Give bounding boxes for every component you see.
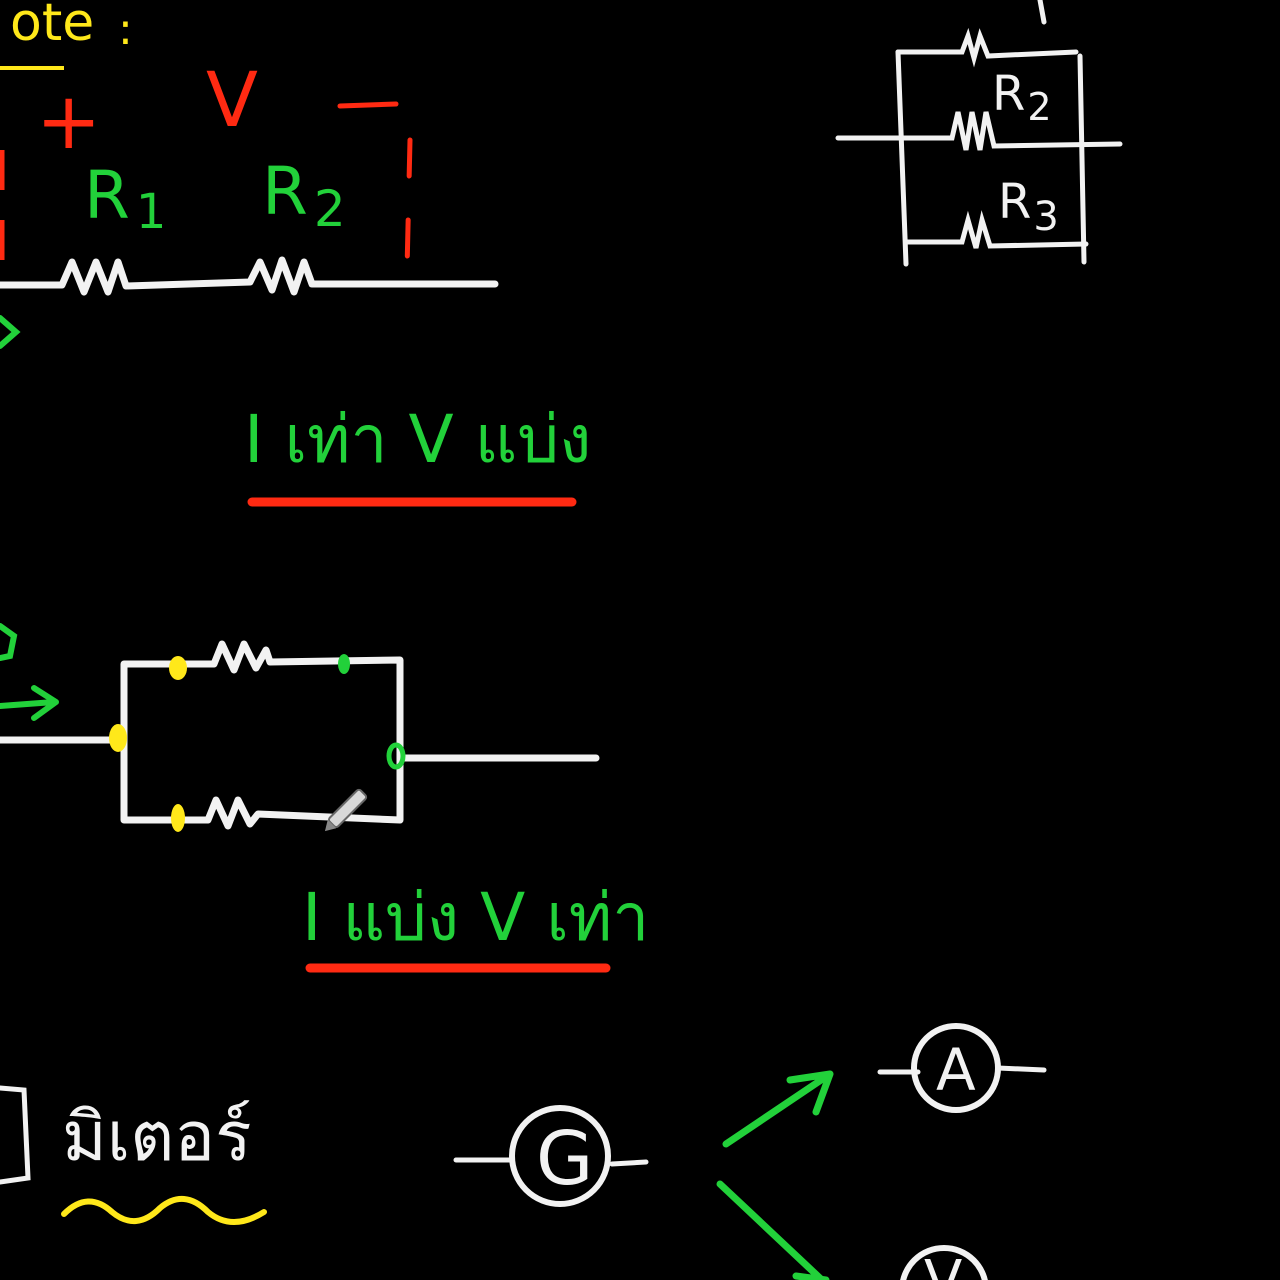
plus-sign: + bbox=[36, 77, 101, 167]
parallel-entry-arrow bbox=[0, 685, 59, 721]
mini-parallel-circuit bbox=[835, 0, 1123, 267]
node-dot-green-top bbox=[338, 654, 350, 674]
mini-r3-label: R3 bbox=[998, 174, 1059, 240]
voltmeter-label: V bbox=[924, 1249, 962, 1280]
mini-branch-top bbox=[895, 27, 1079, 68]
parallel-entry-curl bbox=[0, 623, 18, 661]
voltmeter-symbol bbox=[900, 1245, 988, 1280]
meter-word: มิเตอร์ bbox=[62, 1098, 252, 1177]
note-header: ote : bbox=[0, 0, 133, 70]
parallel-circuit: I แบ่ง V เท่า bbox=[0, 623, 649, 973]
mini-right-rail bbox=[1077, 53, 1087, 265]
node-dot-green-exit bbox=[386, 742, 406, 770]
series-wire bbox=[0, 256, 499, 296]
mini-branch-middle bbox=[835, 111, 1123, 151]
node-dot-yellow-top bbox=[169, 656, 187, 680]
arrow-to-voltmeter-head bbox=[792, 1272, 830, 1280]
left-bracket-fragment bbox=[0, 1085, 31, 1185]
galvanometer-lead-right bbox=[609, 1159, 649, 1167]
galvanometer-label: G bbox=[536, 1116, 593, 1202]
galvanometer-symbol bbox=[509, 1105, 611, 1207]
note-label: ote bbox=[10, 0, 94, 53]
mini-branch-bottom bbox=[903, 210, 1089, 249]
meter-word-squiggle bbox=[61, 1196, 267, 1225]
voltage-bracket-right bbox=[404, 137, 413, 273]
meters-section: มิเตอร์ G A V bbox=[0, 1023, 1047, 1280]
node-dot-yellow-bottom bbox=[171, 804, 185, 832]
mini-top-tick bbox=[1037, 0, 1047, 25]
pen-cursor-icon bbox=[324, 788, 368, 832]
ammeter-lead-right bbox=[995, 1065, 1047, 1073]
series-rule-caption: I เท่า V แบ่ง bbox=[244, 401, 591, 478]
parallel-rule-caption: I แบ่ง V เท่า bbox=[302, 879, 649, 956]
arrow-to-ammeter bbox=[722, 1070, 834, 1148]
current-arrow-green bbox=[0, 315, 21, 349]
mini-left-rail bbox=[895, 49, 909, 267]
ammeter-label: A bbox=[936, 1036, 976, 1104]
node-dot-yellow-entry bbox=[109, 724, 127, 752]
voltage-label: V bbox=[206, 55, 258, 144]
minus-sign bbox=[337, 101, 399, 109]
note-colon: : bbox=[118, 4, 133, 55]
arrow-to-voltmeter bbox=[716, 1180, 826, 1280]
mini-r2-label: R2 bbox=[992, 66, 1052, 129]
